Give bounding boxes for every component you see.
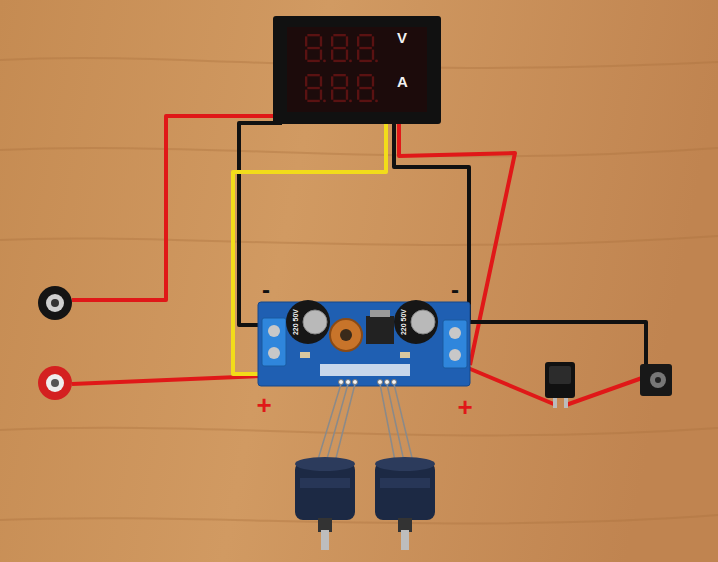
digit — [305, 74, 326, 102]
post-hole — [51, 379, 59, 387]
wood-grain — [0, 58, 718, 524]
meter-display — [287, 27, 427, 112]
digit — [357, 74, 378, 102]
jack-socket — [650, 372, 666, 388]
terminal-block — [262, 318, 286, 366]
pot-top — [295, 457, 355, 471]
pot-lead — [394, 384, 414, 466]
digit — [357, 34, 378, 62]
pot-lead — [387, 384, 405, 466]
pin — [339, 380, 344, 385]
pot-shaft — [321, 530, 329, 550]
capacitor — [286, 300, 330, 344]
regulator-ic — [366, 316, 394, 344]
inductor-core — [340, 329, 352, 341]
post-hole — [51, 299, 59, 307]
wood-grain — [0, 148, 718, 156]
black-wire — [239, 123, 282, 325]
wood-grain — [0, 428, 718, 436]
red-wire — [468, 368, 556, 405]
inductor — [330, 319, 362, 351]
pot-bushing — [318, 518, 332, 532]
pin — [385, 380, 390, 385]
screw — [268, 347, 280, 359]
digit — [331, 34, 352, 62]
smd-part — [300, 352, 310, 358]
panel-meter: VA — [273, 16, 441, 124]
terminal-block — [443, 320, 467, 368]
polarity-mark: + — [457, 394, 472, 420]
buck-converter-board — [258, 300, 470, 386]
meter-unit: A — [397, 74, 408, 89]
ic-tab — [370, 310, 390, 317]
capacitor-top — [303, 310, 327, 334]
pot-shaft — [401, 530, 409, 550]
pot-lead — [334, 384, 355, 466]
dc-jack — [640, 364, 672, 396]
volt-amp-meter — [273, 16, 441, 124]
digit — [331, 74, 352, 102]
red-binding-post — [38, 366, 72, 400]
capacitor-top — [411, 310, 435, 334]
pot-band — [300, 478, 350, 488]
post-ring — [46, 294, 64, 312]
switch-leg — [564, 398, 568, 408]
pin — [353, 380, 358, 385]
polarity-mark: + — [256, 392, 271, 418]
capacitor — [394, 300, 438, 344]
post-body — [38, 286, 72, 320]
switch-body — [545, 362, 575, 398]
capacitor-marking: 220 50V — [292, 309, 299, 335]
pot-lead — [380, 384, 396, 466]
wires — [72, 116, 646, 405]
smd-part — [400, 352, 410, 358]
pin — [346, 380, 351, 385]
header-pins — [339, 380, 397, 385]
red-wire — [399, 122, 515, 365]
jack-pin — [655, 377, 661, 383]
black-wire — [394, 122, 469, 322]
pin — [378, 380, 383, 385]
polarity-mark: - — [451, 278, 459, 302]
post-body — [38, 366, 72, 400]
red-wire — [566, 378, 642, 405]
wood-grain — [0, 236, 718, 245]
rocker-switch — [545, 362, 575, 408]
red-wire — [72, 376, 262, 384]
display-digits — [305, 34, 378, 102]
red-wire — [72, 116, 278, 300]
polarity-mark: - — [262, 278, 270, 302]
multiturn-potentiometer — [375, 457, 435, 550]
wood-grain — [0, 515, 718, 523]
switch-leg — [553, 398, 557, 408]
screw — [268, 325, 280, 337]
switch-rocker — [549, 366, 571, 384]
jack-body — [640, 364, 672, 396]
capacitor-marking: 220 50V — [400, 309, 407, 335]
pot-header — [320, 364, 410, 376]
meter-bezel — [273, 16, 441, 124]
pot-top — [375, 457, 435, 471]
post-ring — [46, 374, 64, 392]
screw — [449, 327, 461, 339]
digit — [305, 34, 326, 62]
screw — [449, 349, 461, 361]
pot-bushing — [398, 518, 412, 532]
multiturn-potentiometer — [295, 457, 355, 550]
black-binding-post — [38, 286, 72, 320]
pin — [392, 380, 397, 385]
meter-unit: V — [397, 30, 407, 45]
black-wire — [470, 322, 646, 368]
pot-band — [380, 478, 430, 488]
pot-leads — [316, 384, 414, 466]
